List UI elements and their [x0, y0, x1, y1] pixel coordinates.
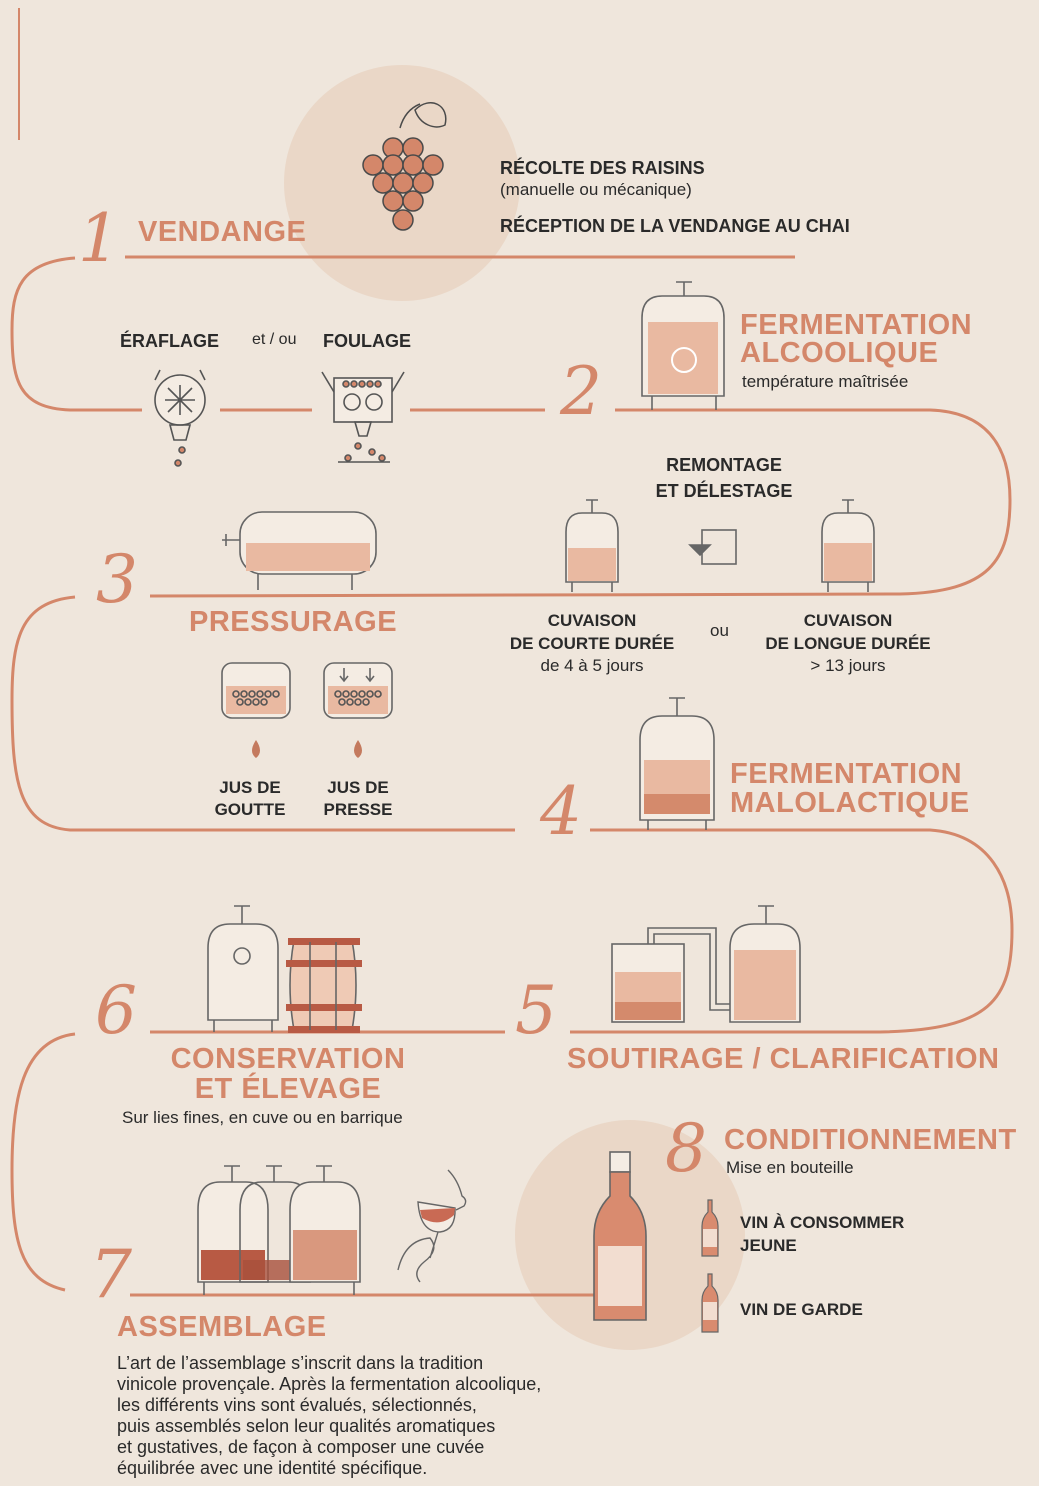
young-wine-line2: JEUNE: [740, 1236, 797, 1255]
cuvaison-or-connector: ou: [710, 621, 729, 640]
short-cuvaison-line1: CUVAISON: [547, 611, 637, 630]
remontage-line1: REMONTAGE: [666, 455, 782, 475]
destemmer-icon: [154, 369, 206, 467]
free-run-line1: JUS DE: [219, 778, 281, 797]
step-5-title: SOUTIRAGE / CLARIFICATION: [567, 1043, 1000, 1075]
racking-tanks-icon: [611, 905, 801, 1023]
step-6-number: 6: [95, 972, 137, 1049]
long-maceration-tank-icon: [821, 499, 875, 592]
long-cuvaison-line2: DE LONGUE DURÉE: [765, 634, 931, 653]
pump-icon: [688, 529, 737, 565]
short-cuvaison-line2: DE COURTE DURÉE: [509, 634, 675, 653]
blending-tanks-icon: [197, 1165, 361, 1295]
long-cuvaison-detail: > 13 jours: [810, 656, 886, 675]
short-cuvaison-detail: de 4 à 5 jours: [540, 656, 644, 675]
step-8-title: CONDITIONNEMENT: [724, 1124, 1017, 1156]
long-cuvaison-line1: CUVAISON: [803, 611, 893, 630]
free-run-juice-icon: [221, 662, 291, 758]
step-7-title: ASSEMBLAGE: [117, 1311, 327, 1343]
reception-label: RÉCEPTION DE LA VENDANGE AU CHAI: [500, 216, 850, 236]
eraflage-label: ÉRAFLAGE: [120, 331, 219, 351]
step-3-title: PRESSURAGE: [189, 606, 398, 638]
step-2-number: 2: [560, 353, 602, 430]
step-2-title-line2: ALCOOLIQUE: [740, 337, 939, 369]
young-wine-bottle-icon: [701, 1199, 719, 1257]
step-8-subtitle: Mise en bouteille: [726, 1158, 854, 1177]
press-juice-line1: JUS DE: [327, 778, 389, 797]
step-1-title: VENDANGE: [138, 216, 307, 248]
press-juice-line2: PRESSE: [323, 800, 393, 819]
harvest-label: RÉCOLTE DES RAISINS: [500, 158, 705, 178]
step-8-number: 8: [665, 1110, 707, 1187]
harvest-detail: (manuelle ou mécanique): [500, 180, 692, 199]
step-1-number: 1: [78, 200, 120, 277]
aging-wine-label: VIN DE GARDE: [740, 1300, 863, 1319]
press-juice-icon: [323, 662, 393, 758]
foulage-label: FOULAGE: [323, 331, 411, 351]
step-7-number: 7: [90, 1236, 132, 1313]
step-4-title-line1: FERMENTATION: [730, 758, 963, 790]
young-wine-line1: VIN À CONSOMMER: [740, 1213, 905, 1232]
step-6-title-line1: CONSERVATION: [170, 1043, 406, 1075]
wine-bottle-icon: [593, 1151, 647, 1321]
step-2-subtitle: température maîtrisée: [742, 372, 909, 391]
flow-path: [10, 255, 1014, 1297]
assemblage-description: L’art de l’assemblage s’inscrit dans la …: [117, 1353, 542, 1478]
crusher-icon: [321, 371, 405, 463]
remontage-line2: ET DÉLESTAGE: [655, 481, 793, 501]
step-6-title-line2: ET ÉLEVAGE: [194, 1073, 382, 1105]
step-4-title-line2: MALOLACTIQUE: [730, 787, 970, 819]
press-icon: [222, 511, 377, 590]
step-3-number: 3: [96, 541, 138, 618]
tasting-icon: [397, 1169, 467, 1283]
storage-tank-icon: [207, 905, 279, 1032]
malolactic-tank-icon: [639, 697, 715, 830]
and-or-connector: et / ou: [252, 331, 297, 348]
step-5-number: 5: [515, 972, 557, 1049]
short-maceration-tank-icon: [565, 499, 619, 592]
barrel-icon: [286, 938, 362, 1033]
fermentation-tank-icon: [641, 281, 725, 410]
grapes-icon: [362, 102, 447, 231]
step-2-title-line1: FERMENTATION: [740, 309, 973, 341]
free-run-line2: GOUTTE: [214, 800, 286, 819]
step-6-subtitle: Sur lies fines, en cuve ou en barrique: [122, 1108, 403, 1127]
aging-wine-bottle-icon: [701, 1273, 719, 1333]
step-4-number: 4: [540, 773, 582, 850]
